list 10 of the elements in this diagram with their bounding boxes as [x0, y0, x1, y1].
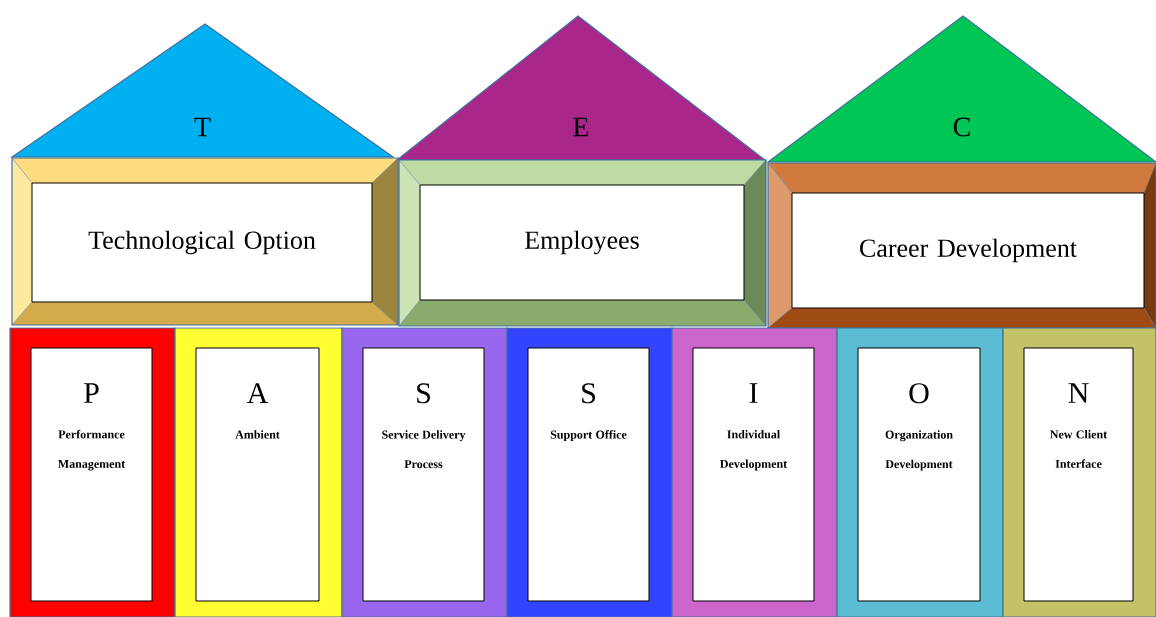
pillar-box: P Performance Management: [9, 327, 176, 617]
pillar-box: S Service Delivery Process: [341, 327, 508, 617]
beveled-frame-box: Technological Option: [11, 157, 399, 326]
pillar-box: S Support Office: [506, 327, 673, 617]
beveled-frame-box: Employees: [398, 159, 767, 327]
pillar-box: I Individual Development: [671, 327, 838, 617]
beveled-frame-box: Career Development: [767, 162, 1156, 329]
pillar-box: A Ambient: [174, 327, 343, 617]
pillar-box: N New Client Interface: [1002, 327, 1156, 617]
pillar-box: O Organization Development: [836, 327, 1004, 617]
